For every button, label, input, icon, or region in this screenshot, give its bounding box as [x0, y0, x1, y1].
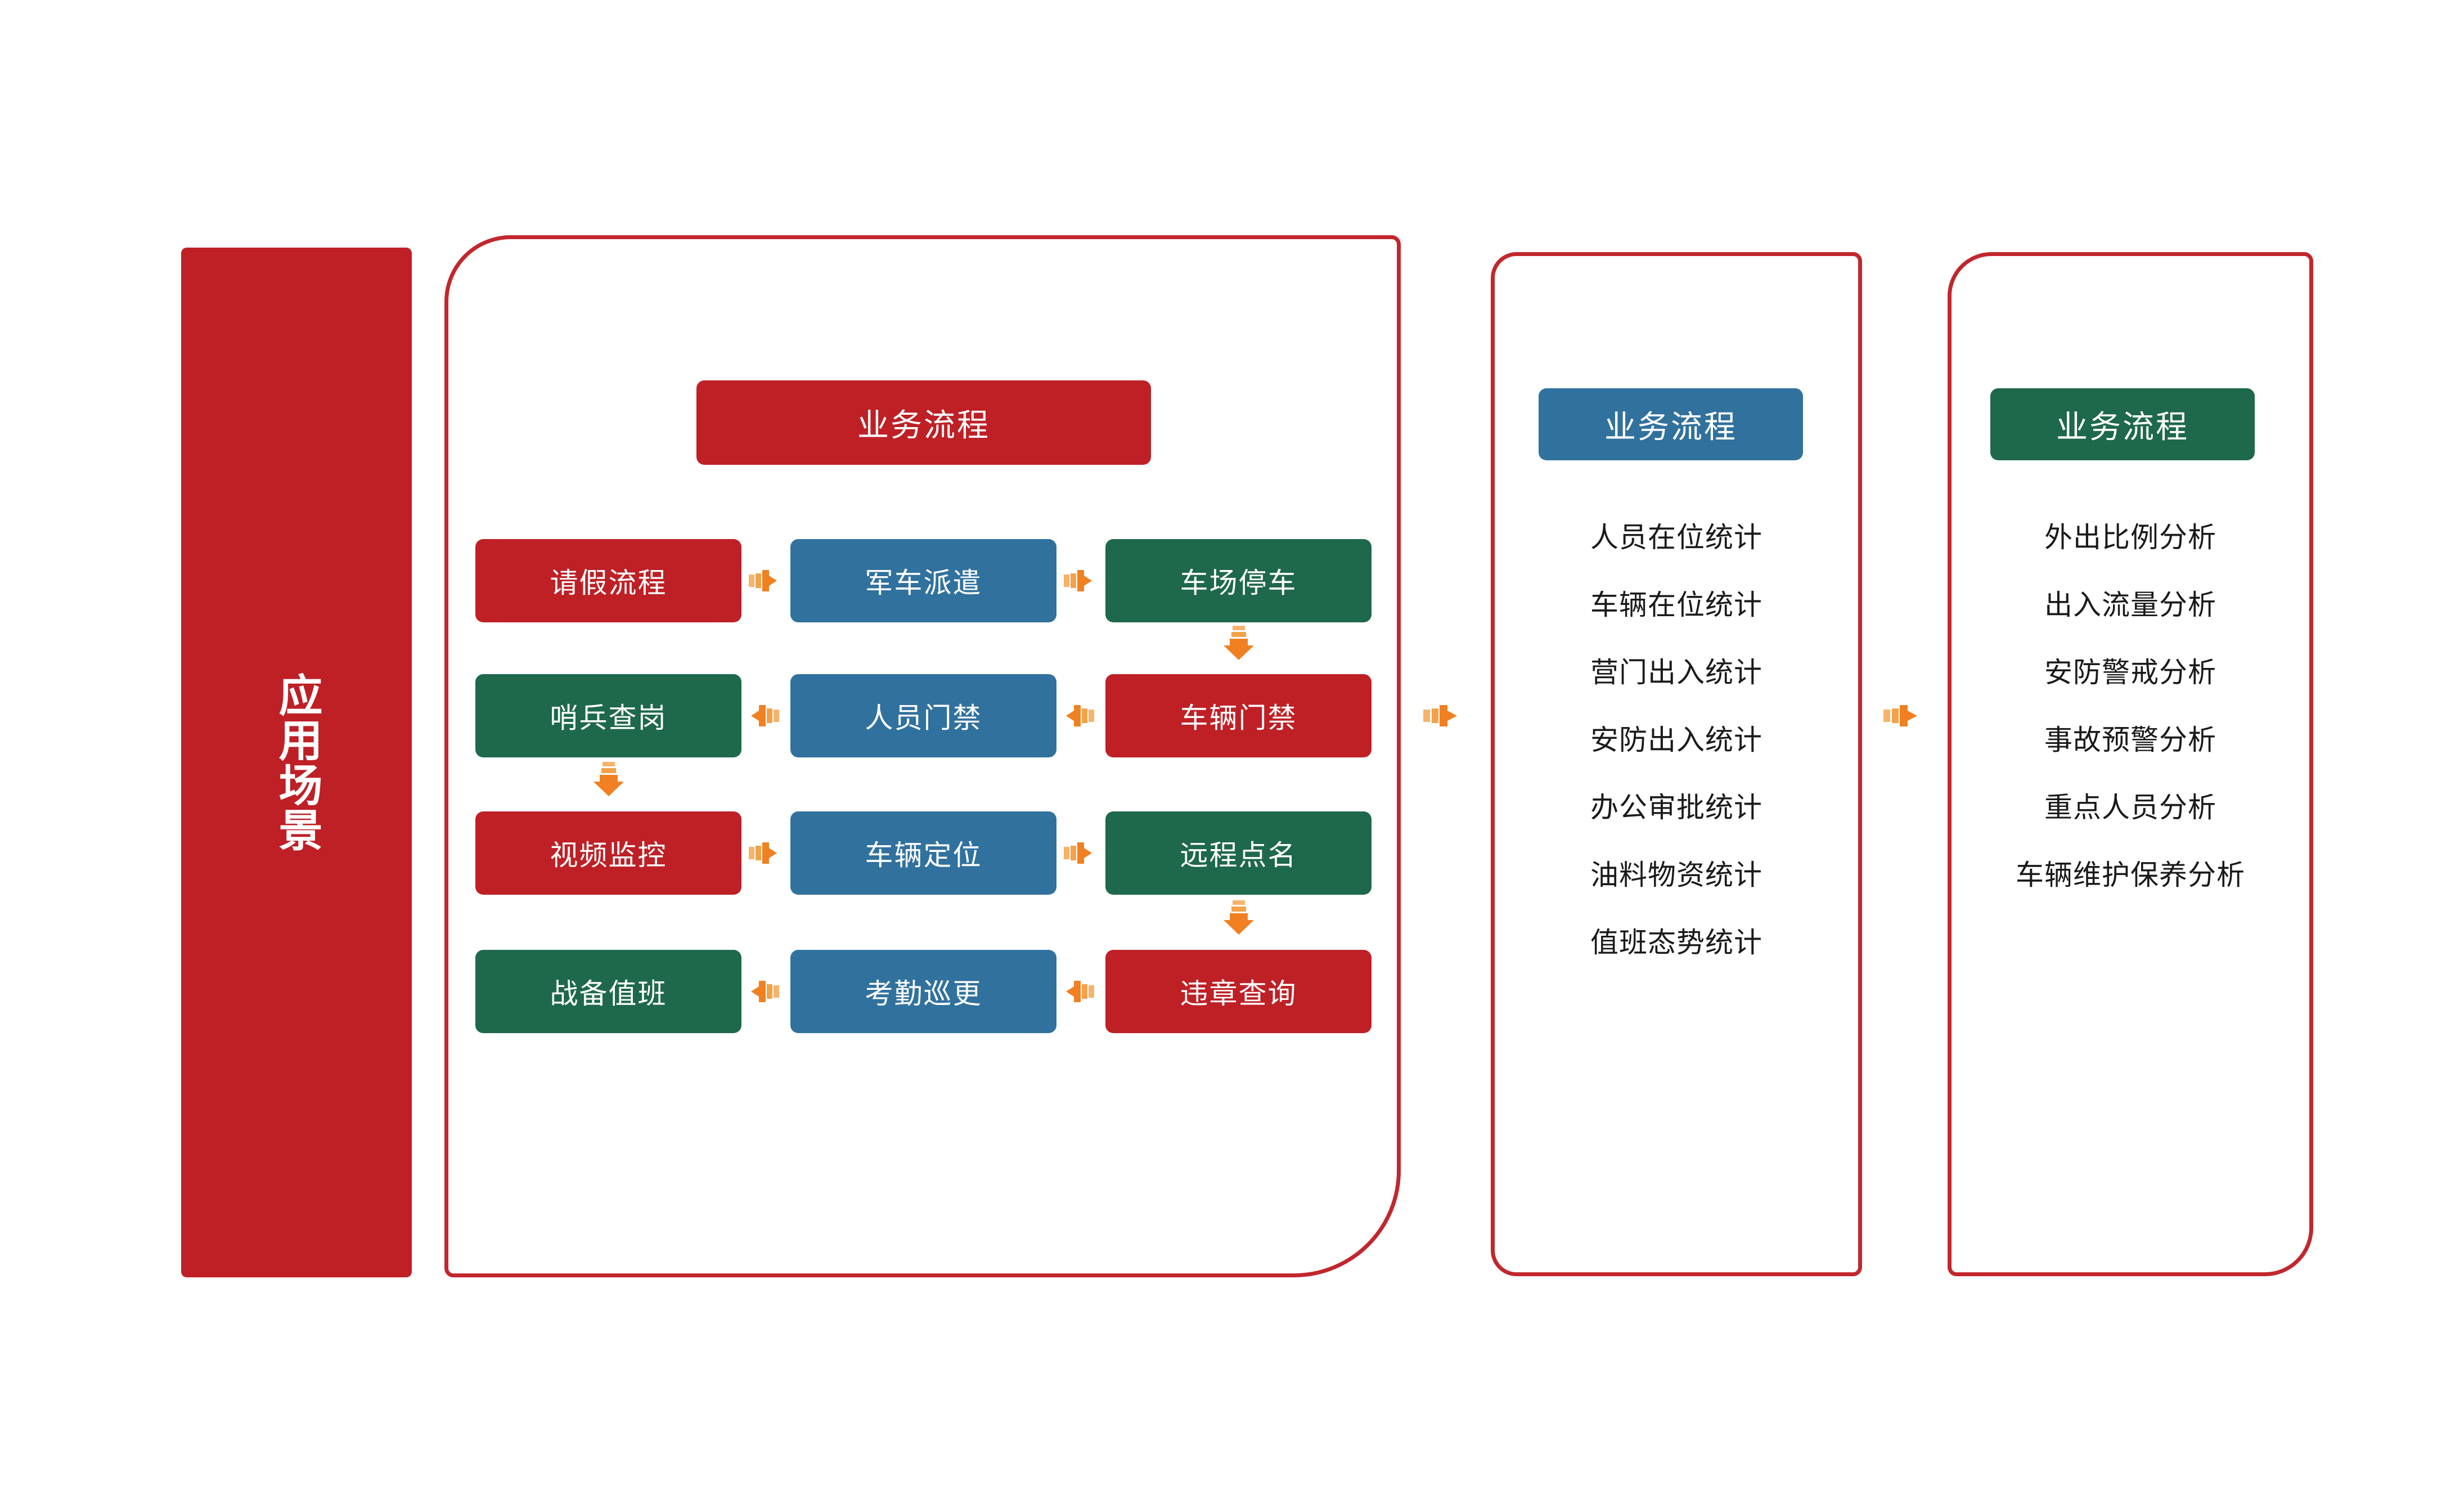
list-item[interactable]: 营门出入统计: [1590, 656, 1762, 689]
mid-statistics-panel: [1491, 252, 1862, 1276]
arrow-left-icon: [748, 975, 780, 1008]
list-item[interactable]: 人员在位统计: [1590, 521, 1762, 554]
arrow-right-icon: [1063, 564, 1095, 597]
arrow-left-icon: [1063, 975, 1095, 1008]
mid-panel-header: 业务流程: [1539, 388, 1803, 460]
list-item[interactable]: 出入流量分析: [2044, 589, 2216, 621]
list-item[interactable]: 油料物资统计: [1590, 859, 1762, 891]
arrow-down-icon: [1222, 625, 1255, 670]
list-item[interactable]: 办公审批统计: [1590, 791, 1762, 824]
flow-node-chechangtingche[interactable]: 车场停车: [1105, 539, 1372, 622]
flow-node-shaobingchagang[interactable]: 哨兵查岗: [475, 674, 741, 757]
right-analysis-panel: [1948, 252, 2313, 1276]
connector-mid-to-right-arrow-right-icon: [1882, 699, 1921, 732]
list-item[interactable]: 安防出入统计: [1590, 724, 1762, 756]
flow-node-renyuanmenjin[interactable]: 人员门禁: [790, 674, 1056, 757]
right-panel-list: 外出比例分析 出入流量分析 安防警戒分析 事故预警分析 重点人员分析 车辆维护保…: [1953, 523, 2308, 889]
flow-node-cheliangmenjin[interactable]: 车辆门禁: [1105, 674, 1372, 757]
flow-node-qingjialiucheng[interactable]: 请假流程: [475, 539, 741, 622]
flow-node-cheliangdingwei[interactable]: 车辆定位: [790, 811, 1056, 895]
flow-node-zhanbeizhiban[interactable]: 战备值班: [475, 950, 741, 1033]
main-process-panel: [444, 235, 1401, 1277]
arrow-down-icon: [592, 761, 625, 806]
application-scenarios-label: 应用场景: [271, 672, 322, 853]
arrow-left-icon: [1063, 699, 1095, 732]
arrow-right-icon: [748, 564, 780, 597]
list-item[interactable]: 安防警戒分析: [2044, 656, 2216, 689]
flow-node-weizhangchaxun[interactable]: 违章查询: [1105, 950, 1372, 1033]
right-panel-header: 业务流程: [1990, 388, 2255, 460]
mid-panel-list: 人员在位统计 车辆在位统计 营门出入统计 安防出入统计 办公审批统计 油料物资统…: [1502, 523, 1851, 957]
arrow-left-icon: [748, 699, 780, 732]
arrow-down-icon: [1222, 899, 1255, 944]
list-item[interactable]: 外出比例分析: [2044, 521, 2216, 554]
flow-node-junchepaiqian[interactable]: 军车派遣: [790, 539, 1056, 622]
flow-node-yuanchengdianming[interactable]: 远程点名: [1105, 811, 1372, 895]
flow-node-kaoqinxungeng[interactable]: 考勤巡更: [790, 950, 1056, 1033]
list-item[interactable]: 值班态势统计: [1590, 926, 1762, 959]
flow-node-shipinjiankong[interactable]: 视频监控: [475, 811, 741, 895]
list-item[interactable]: 车辆在位统计: [1590, 589, 1762, 621]
list-item[interactable]: 重点人员分析: [2044, 791, 2216, 824]
connector-main-to-mid-arrow-right-icon: [1422, 699, 1460, 732]
application-scenarios-banner: 应用场景: [181, 248, 412, 1277]
main-panel-header: 业务流程: [696, 380, 1151, 465]
arrow-right-icon: [1063, 837, 1095, 869]
list-item[interactable]: 车辆维护保养分析: [2016, 859, 2245, 891]
arrow-right-icon: [748, 837, 780, 869]
list-item[interactable]: 事故预警分析: [2044, 724, 2216, 756]
